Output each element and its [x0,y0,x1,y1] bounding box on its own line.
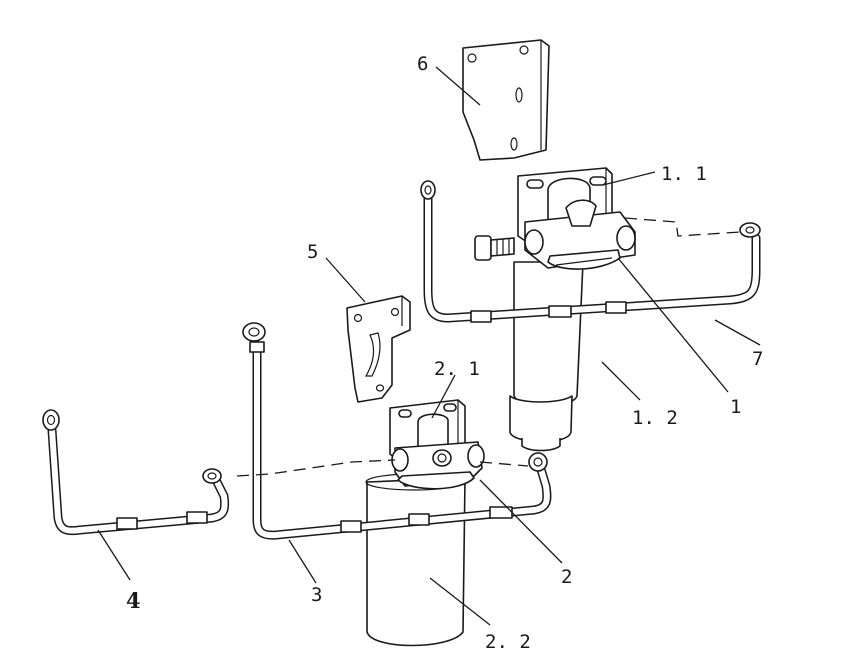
label-5: 5 [307,241,318,263]
filter-canister-1-2 [509,261,584,452]
label-7: 7 [752,348,763,370]
label-2-1: 2. 1 [434,358,480,380]
leader-lines [97,66,761,626]
label-1-1: 1. 1 [661,163,707,185]
label-1-2: 1. 2 [632,407,678,429]
filter-canister-2-2 [365,473,466,647]
fuel-pipe-4 [42,409,230,536]
fuel-pipe-3 [242,322,552,540]
filter-head-1 [524,199,636,270]
mounting-plate-6 [462,39,550,161]
callout-labels: 6 1. 1 5 7 2. 1 1. 2 1 2 3 4 2. 2 [126,53,763,653]
bracket-5 [346,295,411,403]
label-2-2: 2. 2 [485,631,531,653]
banjo-bolt [474,235,515,261]
filter-head-2 [391,441,485,490]
label-6: 6 [417,53,428,75]
label-3: 3 [311,584,322,606]
label-4: 4 [126,588,141,613]
label-2: 2 [561,566,572,588]
flow-line-upper [624,217,741,237]
label-1: 1 [730,396,741,418]
fuel-pipe-7 [420,180,761,323]
flow-line-lower [236,459,529,477]
